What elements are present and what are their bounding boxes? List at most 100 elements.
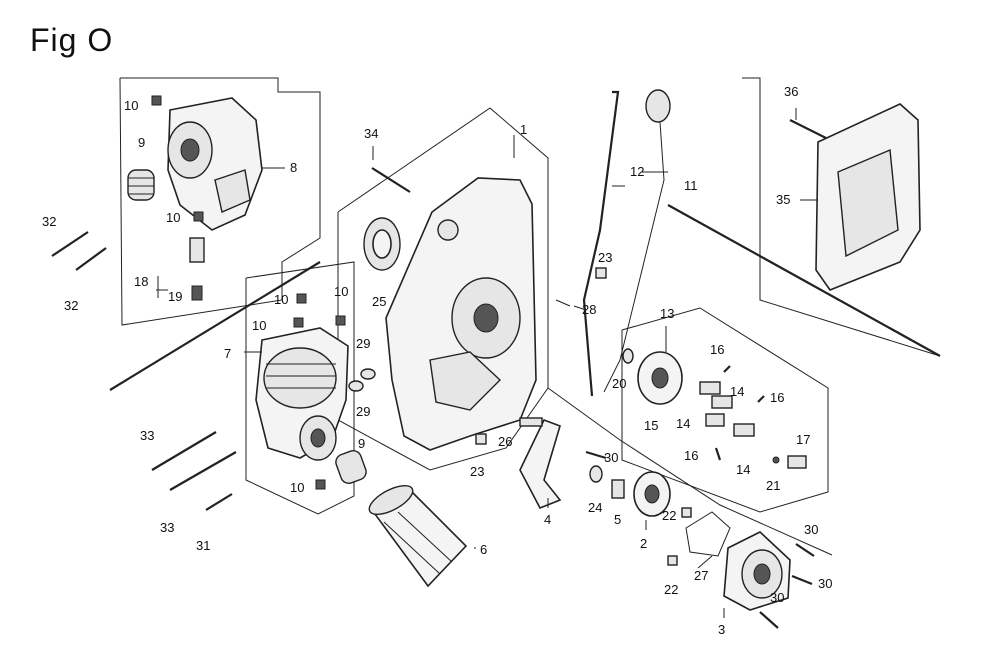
part-5-spring	[611, 479, 625, 499]
group-outline-sump	[547, 387, 833, 556]
part-29-ring-b	[348, 380, 364, 392]
callout-10-b: 10	[166, 210, 180, 225]
part-17-pin	[787, 455, 807, 469]
part-6-oil-filter	[368, 484, 468, 588]
part-23-pin-a	[475, 433, 487, 445]
part-35-cover-plate	[815, 103, 921, 291]
callout-9-upper: 9	[138, 135, 145, 150]
part-21-clip	[772, 456, 780, 464]
group-outline-cylinder-block	[245, 261, 355, 515]
callout-6: 6	[480, 542, 487, 557]
group-outline-upper-left	[119, 77, 321, 326]
callout-16-c: 16	[684, 448, 698, 463]
group-outline-governor	[621, 307, 829, 513]
part-4-oil-pickup	[519, 418, 562, 510]
part-23-pin-b	[595, 267, 607, 279]
group-outline-right	[742, 77, 941, 357]
callout-12: 12	[630, 164, 644, 179]
part-30-bolt-c	[791, 574, 813, 586]
callout-14-c: 14	[736, 462, 750, 477]
part-14-weight-c	[705, 413, 725, 427]
part-10-nut-f	[315, 479, 326, 490]
part-9-spring-upper	[127, 169, 155, 201]
part-26-spring	[519, 417, 543, 427]
part-9-spring-lower	[335, 450, 367, 484]
callout-32-b: 32	[64, 298, 78, 313]
callout-10-f: 10	[290, 480, 304, 495]
callout-18: 18	[134, 274, 148, 289]
part-8-housing	[167, 97, 263, 231]
callout-17: 17	[796, 432, 810, 447]
callout-13: 13	[660, 306, 674, 321]
callout-23-b: 23	[598, 250, 612, 265]
part-28-clip	[555, 299, 571, 307]
callout-8: 8	[290, 160, 297, 175]
callout-10-d: 10	[334, 284, 348, 299]
part-30-bolt-d	[759, 611, 779, 629]
part-27-gasket	[685, 511, 731, 557]
callout-29-b: 29	[356, 404, 370, 419]
part-29-ring-a	[360, 368, 376, 380]
part-32-bolt-a	[51, 231, 89, 257]
callout-9-lower: 9	[358, 436, 365, 451]
part-1-crankcase-cover	[385, 177, 537, 451]
callout-23-a: 23	[470, 464, 484, 479]
callout-1: 1	[520, 122, 527, 137]
part-14-weight-d	[733, 423, 755, 437]
callout-22-a: 22	[662, 508, 676, 523]
callout-10-a: 10	[124, 98, 138, 113]
part-16-pin-b	[757, 395, 765, 403]
callout-20: 20	[612, 376, 626, 391]
guide-line-left	[109, 261, 321, 391]
part-10-nut-d	[293, 317, 304, 328]
callout-15: 15	[644, 418, 658, 433]
callout-36: 36	[784, 84, 798, 99]
callout-29-a: 29	[356, 336, 370, 351]
part-16-pin-c	[714, 447, 722, 461]
part-32-bolt-b	[75, 247, 107, 271]
part-25-seal	[363, 217, 401, 271]
part-30-bolt-b	[795, 543, 815, 557]
part-12-dipstick-tube	[582, 90, 620, 397]
callout-26: 26	[498, 434, 512, 449]
part-16-pin-a	[723, 365, 731, 373]
part-33-bolt-a	[151, 431, 217, 471]
callout-16-b: 16	[770, 390, 784, 405]
callout-32-a: 32	[42, 214, 56, 229]
callout-14-b: 14	[676, 416, 690, 431]
part-10-nut-a	[151, 95, 162, 106]
callout-10-e: 10	[252, 318, 266, 333]
callout-31: 31	[196, 538, 210, 553]
part-10-nut-b	[193, 211, 204, 222]
part-24-ball	[589, 465, 603, 483]
part-33-bolt-b	[169, 451, 237, 491]
part-22-dowel-a	[681, 507, 692, 518]
part-18-fitting	[189, 237, 205, 301]
guide-line-right	[667, 204, 941, 357]
callout-16-a: 16	[710, 342, 724, 357]
callout-10-c: 10	[274, 292, 288, 307]
callout-4: 4	[544, 512, 551, 527]
callout-24: 24	[588, 500, 602, 515]
part-3-oil-pump	[723, 531, 791, 611]
callout-21: 21	[766, 478, 780, 493]
part-14-weight-a	[699, 381, 721, 395]
callout-27: 27	[694, 568, 708, 583]
callout-3: 3	[718, 622, 725, 637]
callout-2: 2	[640, 536, 647, 551]
part-30-bolt-a	[585, 450, 607, 460]
callout-30-b: 30	[804, 522, 818, 537]
part-11-dipstick	[603, 89, 671, 393]
figure-title: Fig O	[30, 22, 114, 58]
callout-labels: 1 2 3 4 5 6 7 8 9 9 10 10 10 10 10 10 10…	[42, 84, 832, 637]
part-10-nut-e	[335, 315, 346, 326]
callout-33-b: 33	[160, 520, 174, 535]
part-14-weight-b	[711, 395, 733, 409]
callout-30-c: 30	[818, 576, 832, 591]
callout-35: 35	[776, 192, 790, 207]
callout-19: 19	[168, 289, 182, 304]
callout-28: 28	[582, 302, 596, 317]
callout-30-a: 30	[604, 450, 618, 465]
